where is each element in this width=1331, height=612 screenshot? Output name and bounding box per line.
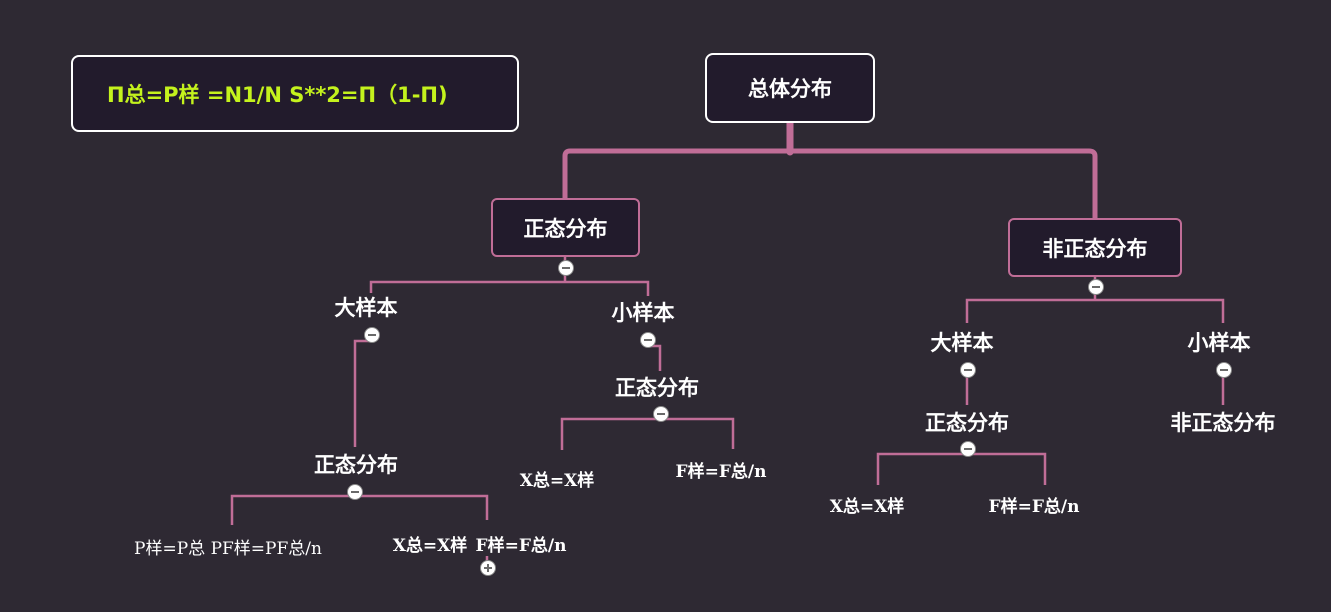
left-branch-label: 正态分布 [523,215,608,241]
right-large-leaf-2[interactable]: F样=F总/n [988,497,1080,517]
left-small-leaf-2[interactable]: F样=F总/n [675,462,767,482]
right-large-child[interactable]: 正态分布 [925,410,1009,435]
collapse-icon[interactable] [1216,362,1232,378]
collapse-icon[interactable] [960,441,976,457]
left-small-bracket [560,413,735,450]
right-large-label[interactable]: 大样本 [930,330,994,355]
collapse-icon[interactable] [347,484,363,500]
root-label: 总体分布 [748,76,832,101]
left-large-child[interactable]: 正态分布 [314,452,398,477]
expand-icon[interactable] [480,560,496,576]
right-small-label[interactable]: 小样本 [1187,330,1251,355]
collapse-icon[interactable] [364,327,380,343]
collapse-icon[interactable] [1088,279,1104,295]
formula-box[interactable]: Π总=P样 =N1/N S**2=Π（1-Π) [71,55,519,132]
collapse-icon[interactable] [653,406,669,422]
collapse-icon[interactable] [640,332,656,348]
right-bracket [965,298,1225,323]
right-small-child[interactable]: 非正态分布 [1170,410,1276,435]
left-small-child[interactable]: 正态分布 [615,375,699,400]
left-large-label[interactable]: 大样本 [334,295,398,320]
right-branch-label: 非正态分布 [1042,235,1148,261]
left-large-leaf-3[interactable]: F样=F总/n [475,536,567,556]
left-branch-node[interactable]: 正态分布 [491,198,640,257]
left-large-leaf-2[interactable]: X总=X样 [392,536,468,556]
right-branch-node[interactable]: 非正态分布 [1008,218,1182,277]
collapse-icon[interactable] [960,362,976,378]
root-connectors [562,119,1098,222]
collapse-icon[interactable] [558,260,574,276]
root-bracket [562,148,1098,222]
left-bracket [369,280,650,296]
root-node[interactable]: 总体分布 [705,53,875,123]
left-large-stem [353,334,373,447]
left-large-leaf-1[interactable]: P样=P总 PF样=PF总/n [134,539,322,559]
left-small-label[interactable]: 小样本 [611,300,675,325]
formula-text: Π总=P样 =N1/N S**2=Π（1-Π) [107,82,448,107]
right-large-leaf-1[interactable]: X总=X样 [829,497,905,517]
left-small-leaf-1[interactable]: X总=X样 [519,471,595,491]
